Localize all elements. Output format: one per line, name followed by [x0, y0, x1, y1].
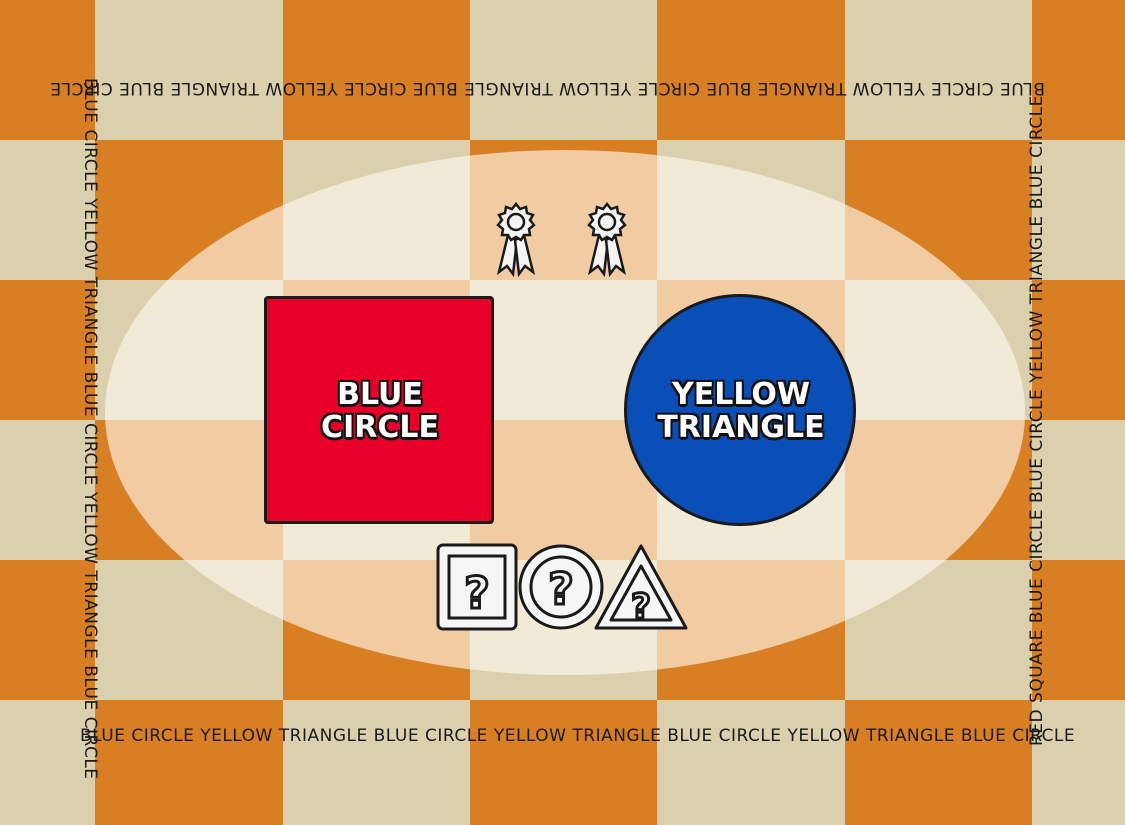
board-square [0, 0, 95, 140]
border-text-bottom: BLUE CIRCLE YELLOW TRIANGLE BLUE CIRCLE … [80, 726, 1076, 746]
board-square [95, 700, 283, 825]
board-square [470, 700, 657, 825]
svg-text:?: ? [548, 564, 574, 615]
board-square [845, 700, 1032, 825]
board-square [1032, 420, 1125, 560]
border-text-right: RED SQUARE BLUE CIRCLE BLUE CIRCLE YELLO… [1027, 95, 1047, 746]
board-square [95, 0, 283, 140]
question-triangle-icon[interactable]: ? [592, 542, 690, 632]
board-square [0, 280, 95, 420]
board-square [1032, 0, 1125, 140]
board-square [0, 700, 95, 825]
border-text-left: BLUE CIRCLE YELLOW TRIANGLE BLUE CIRCLE … [80, 78, 100, 780]
board-square [0, 560, 95, 700]
board-square [845, 0, 1032, 140]
red-square-label: BLUE CIRCLE [264, 378, 496, 444]
blue-circle-label: YELLOW TRIANGLE [624, 378, 858, 444]
board-square [283, 0, 470, 140]
red-square-label-line1: BLUE [337, 377, 423, 412]
red-square-label-line2: CIRCLE [321, 410, 439, 445]
board-square [470, 0, 657, 140]
question-circle-icon[interactable]: ? [517, 542, 605, 632]
board-square [1032, 280, 1125, 420]
blue-circle-label-line1: YELLOW [672, 377, 810, 412]
board-square [657, 0, 845, 140]
board-square [283, 700, 470, 825]
board-square [657, 700, 845, 825]
board-square [0, 420, 95, 560]
board-square [0, 140, 95, 280]
award-ribbon-icon [496, 201, 536, 278]
blue-circle-card[interactable] [624, 294, 856, 526]
board-square [1032, 700, 1125, 825]
board-square [1032, 560, 1125, 700]
board-square [1032, 140, 1125, 280]
award-ribbon-icon [587, 201, 627, 278]
question-square-icon[interactable]: ? [435, 542, 519, 632]
svg-text:?: ? [464, 568, 490, 619]
svg-text:?: ? [631, 587, 651, 627]
border-text-top: BLUE CIRCLE YELLOW TRIANGLE BLUE CIRCLE … [49, 78, 1045, 98]
red-square-card[interactable] [264, 296, 494, 524]
blue-circle-label-line2: TRIANGLE [657, 410, 825, 445]
